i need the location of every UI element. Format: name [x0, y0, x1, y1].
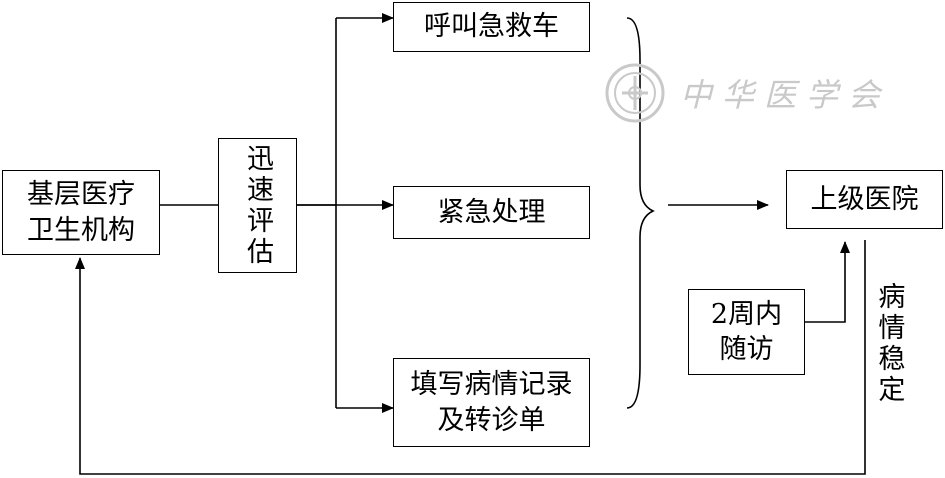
- box-fill-records: 填写病情记录 及转诊单: [393, 358, 590, 447]
- box-followup: 2周内 随访: [688, 289, 805, 375]
- box-assessment: 迅速评估: [218, 138, 297, 273]
- box-primary-care-line1: 基层医疗: [27, 179, 135, 211]
- box-primary-care-line2: 卫生机构: [27, 214, 135, 246]
- box-emergency-treatment-text: 紧急处理: [437, 196, 546, 228]
- box-fill-records-line1: 填写病情记录: [410, 369, 573, 401]
- box-assessment-text: 迅速评估: [242, 143, 274, 268]
- box-followup-line1: 2周内: [710, 298, 783, 330]
- box-call-ambulance-text: 呼叫急救车: [424, 11, 559, 43]
- watermark-text: 中华医学会: [680, 76, 891, 114]
- curly-brace: [626, 17, 655, 409]
- box-fill-records-line2: 及转诊单: [437, 404, 546, 436]
- box-higher-hospital-text: 上级医院: [810, 183, 919, 215]
- box-emergency-treatment: 紧急处理: [393, 186, 590, 239]
- arrow-followup-to-hospital: [805, 241, 850, 323]
- watermark-seal-icon: [605, 63, 665, 123]
- arrow-return-to-primary: [75, 240, 866, 475]
- box-primary-care: 基层医疗 卫生机构: [2, 170, 160, 255]
- box-call-ambulance: 呼叫急救车: [393, 2, 590, 52]
- watermark: 中华医学会: [604, 62, 890, 124]
- box-followup-line2: 随访: [719, 334, 774, 365]
- label-stable: 病情稳定: [873, 282, 905, 406]
- box-higher-hospital: 上级医院: [786, 170, 943, 229]
